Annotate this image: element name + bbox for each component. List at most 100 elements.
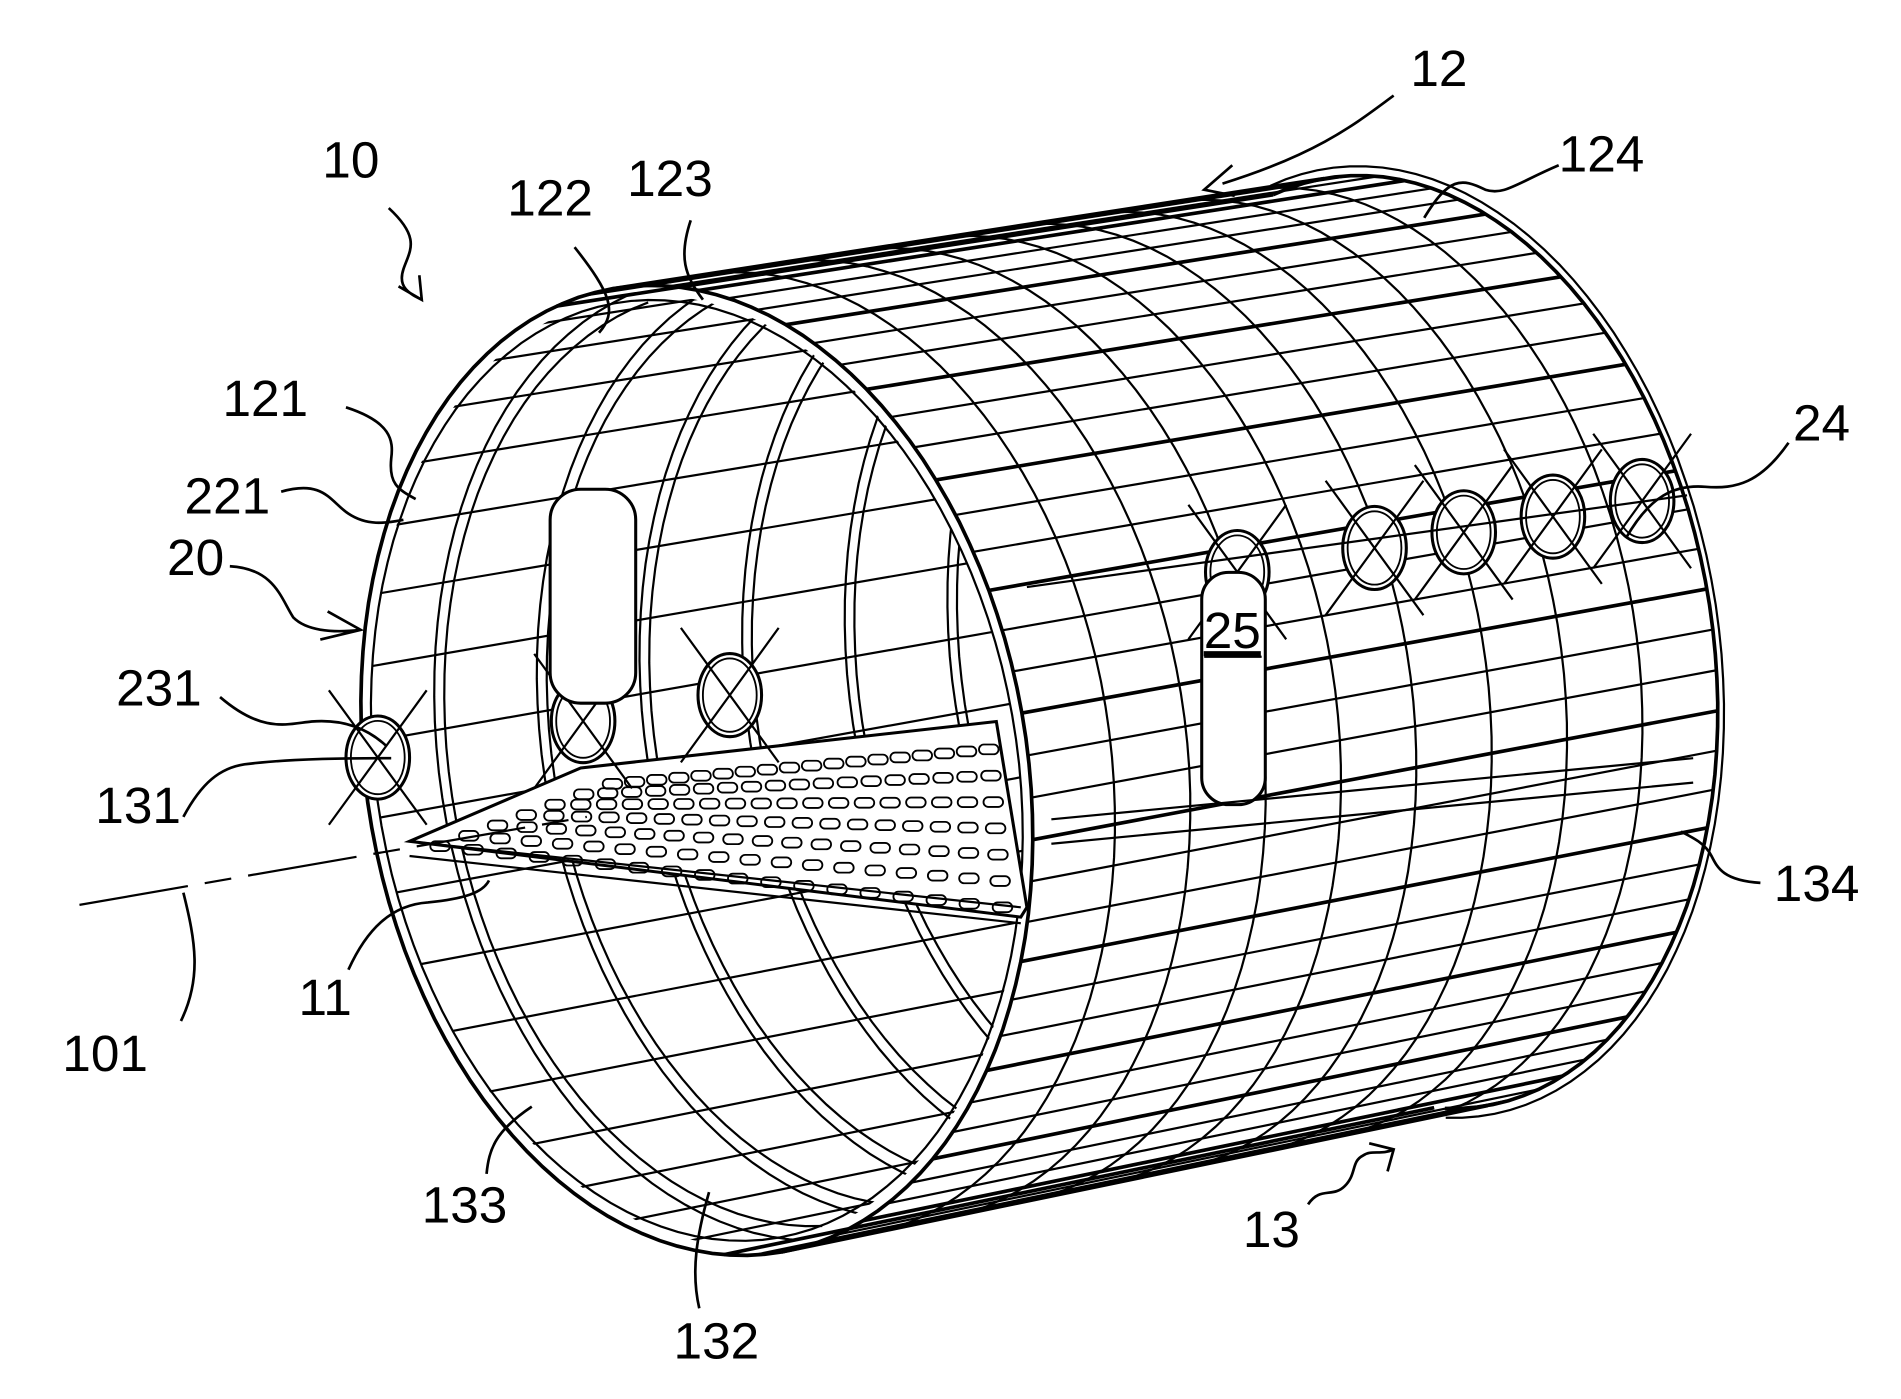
ref-121: 121 — [222, 370, 308, 427]
floor-hole — [668, 784, 691, 796]
floor-hole — [956, 770, 978, 783]
stringer — [752, 1107, 1462, 1257]
floor-hole — [879, 796, 901, 809]
stringer — [914, 331, 1606, 449]
floor-hole — [864, 864, 886, 877]
floor-hole — [623, 775, 646, 788]
ref-123: 123 — [627, 150, 713, 207]
floor-hole — [898, 843, 921, 856]
fuselage-outer-shell — [359, 165, 1726, 1258]
floor-hole — [756, 763, 779, 776]
stringer — [935, 362, 1626, 482]
floor-hole — [646, 774, 668, 786]
stringer — [728, 187, 1433, 300]
floor-hole — [489, 832, 511, 845]
front-frame-inner — [369, 298, 1024, 1242]
frame — [905, 234, 1343, 1190]
floor-hole — [750, 797, 772, 810]
stringer — [973, 432, 1661, 553]
floor-hole — [627, 861, 650, 874]
floor-hole — [727, 872, 749, 885]
floor-hole — [724, 797, 747, 810]
stringer — [970, 961, 1663, 1104]
floor-hole — [932, 772, 954, 784]
floor-hole — [984, 822, 1007, 835]
floor-hole — [739, 853, 761, 866]
door-opening — [1200, 570, 1267, 807]
fuselage-axis-line — [79, 815, 587, 906]
floor-hole — [673, 798, 695, 810]
floor-hole — [653, 813, 676, 825]
floor-hole — [955, 745, 978, 758]
floor-hole — [575, 824, 597, 837]
ref-221: 221 — [185, 468, 271, 525]
floor-hole — [933, 747, 956, 760]
floor-hole — [740, 780, 763, 793]
floor-hole — [760, 876, 782, 888]
floor-hole — [594, 858, 617, 870]
window-bracing — [679, 627, 780, 764]
floor-hole — [908, 773, 930, 785]
floor-hole — [802, 797, 824, 809]
fuselage-interior — [361, 242, 1096, 1256]
window-bracing — [1324, 480, 1425, 616]
floor-hole — [957, 821, 979, 834]
floor-hole — [859, 887, 881, 899]
floor-hole — [647, 798, 669, 810]
floor-hole — [570, 810, 593, 823]
silhouette-line — [556, 192, 1274, 308]
stringer — [1000, 898, 1690, 1038]
interior-frame-inner-flange — [750, 254, 1096, 1166]
ref-122: 122 — [507, 169, 593, 226]
interior-stringer — [385, 404, 1096, 528]
ref-12: 12 — [1410, 40, 1467, 97]
floor-hole — [668, 771, 690, 784]
silhouette-line — [723, 1105, 1435, 1257]
floor-hole — [800, 759, 823, 772]
floor-hole — [644, 785, 667, 797]
interior-frame — [741, 242, 1096, 1181]
stringer — [955, 396, 1645, 517]
floor-hole — [845, 755, 867, 768]
stringer — [583, 183, 1299, 297]
stringer — [932, 1015, 1628, 1161]
floor-hole — [681, 813, 703, 826]
floor-hole — [544, 798, 566, 811]
floor-hole — [520, 835, 542, 847]
stringer — [781, 1103, 1488, 1254]
floor-hole — [931, 796, 953, 809]
interior-stringer — [568, 1043, 1096, 1191]
floor-hole — [604, 826, 626, 839]
floor-hole — [791, 817, 814, 829]
ref-132: 132 — [674, 1312, 760, 1369]
floor-hole — [980, 769, 1002, 782]
floor-hole — [621, 798, 644, 810]
stringer — [891, 302, 1585, 419]
window-bracing — [1413, 464, 1514, 601]
window-frame — [1346, 510, 1403, 586]
floor-hole — [690, 769, 712, 782]
window-belt — [327, 433, 1694, 845]
stringer — [952, 990, 1646, 1134]
stringer — [1031, 749, 1717, 883]
ref-101: 101 — [62, 1025, 148, 1082]
floor-hole — [926, 869, 949, 882]
floor-hole — [989, 875, 1011, 887]
floor-hole — [778, 761, 801, 774]
window-frame — [701, 657, 758, 733]
floor-hole — [708, 814, 731, 827]
stringer — [887, 1058, 1586, 1205]
floor-hole — [692, 831, 715, 844]
floor-hole — [764, 779, 787, 792]
floor-hole — [495, 847, 517, 860]
stringer — [669, 175, 1378, 288]
floor-hole — [987, 848, 1009, 861]
floor-hole — [793, 880, 815, 892]
frame — [669, 271, 1117, 1239]
floor-hole — [515, 809, 537, 821]
floor-hole — [708, 851, 730, 863]
floor-hole — [598, 811, 620, 824]
floor-hole — [751, 835, 774, 847]
stringer — [866, 274, 1562, 392]
floor-hole — [902, 820, 924, 832]
